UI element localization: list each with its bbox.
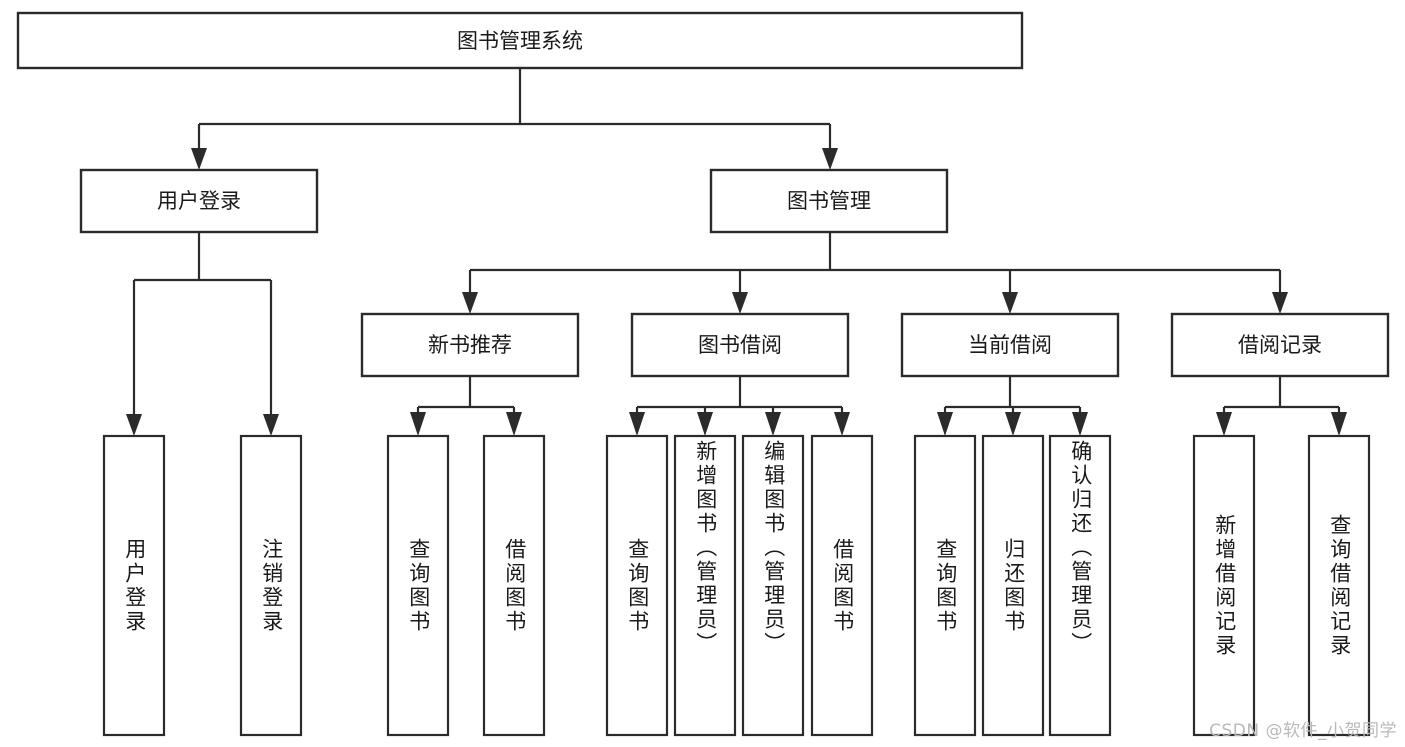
watermark-text: CSDN @软件_小贺同学: [1209, 721, 1397, 741]
connector-group-borrow-record: [1216, 376, 1347, 436]
node-label-book-borrow: 图书借阅: [698, 333, 782, 357]
node-label-user-login: 用户登录: [157, 189, 241, 213]
leaf-box-user-login-1[interactable]: [239, 434, 303, 737]
leaf-box-book-borrow-3[interactable]: [810, 434, 874, 737]
node-box-new-book-recommend[interactable]: [360, 312, 580, 378]
arrow-head-bb-leaf-3: [765, 412, 781, 436]
arrow-head-to-new-book-rec: [462, 292, 478, 314]
connector-group-book-borrow: [629, 376, 850, 436]
leaf-box-borrow-record-0[interactable]: [1192, 434, 1256, 737]
arrow-head-bb-leaf-1: [629, 412, 645, 436]
node-box-system-root[interactable]: [16, 11, 1024, 70]
node-box-book-borrow[interactable]: [630, 312, 850, 378]
node-box-book-management[interactable]: [709, 168, 949, 234]
leaf-box-new-book-recommend-0[interactable]: [386, 434, 450, 737]
node-box-user-login[interactable]: [79, 168, 319, 234]
connector-group-new-book-rec: [410, 376, 522, 436]
arrow-head-to-user-login: [191, 148, 207, 170]
arrow-head-bb-leaf-2: [697, 412, 713, 436]
connector-group-book-mgmt: [462, 232, 1288, 314]
arrow-head-to-book-mgmt: [822, 148, 838, 170]
leaf-box-current-borrow-1[interactable]: [981, 434, 1045, 737]
arrow-head-to-book-borrow: [732, 292, 748, 314]
leaf-box-book-borrow-2[interactable]: [741, 434, 805, 737]
node-label-book-management: 图书管理: [787, 189, 871, 213]
arrow-head-nbr-leaf-2: [506, 412, 522, 436]
connector-group-current-borrow: [937, 376, 1088, 436]
arrow-head-cb-leaf-1: [937, 412, 953, 436]
arrow-head-to-current-borrow: [1002, 292, 1018, 314]
leaf-box-book-borrow-0[interactable]: [605, 434, 669, 737]
leaf-box-user-login-0[interactable]: [102, 434, 166, 737]
node-label-current-borrow: 当前借阅: [968, 333, 1052, 357]
arrow-head-user-leaf-2: [263, 414, 279, 436]
leaf-box-current-borrow-2[interactable]: [1048, 434, 1112, 737]
arrow-head-nbr-leaf-1: [410, 412, 426, 436]
arrow-head-to-borrow-record: [1272, 292, 1288, 314]
node-label-new-book-recommend: 新书推荐: [428, 333, 512, 357]
connector-group-user-login: [126, 232, 279, 436]
arrow-head-cb-leaf-3: [1072, 412, 1088, 436]
leaf-box-book-borrow-1[interactable]: [673, 434, 737, 737]
node-label-system-root: 图书管理系统: [457, 29, 583, 53]
leaf-box-current-borrow-0[interactable]: [913, 434, 977, 737]
arrow-head-user-leaf-1: [126, 414, 142, 436]
arrow-head-br-leaf-2: [1331, 412, 1347, 436]
node-box-borrow-record[interactable]: [1170, 312, 1390, 378]
leaf-box-new-book-recommend-1[interactable]: [482, 434, 546, 737]
arrow-head-br-leaf-1: [1216, 412, 1232, 436]
node-box-current-borrow[interactable]: [900, 312, 1120, 378]
arrow-head-bb-leaf-4: [834, 412, 850, 436]
node-label-borrow-record: 借阅记录: [1238, 333, 1322, 357]
connector-group-root: [191, 68, 838, 170]
arrow-head-cb-leaf-2: [1005, 412, 1021, 436]
leaf-box-borrow-record-1[interactable]: [1307, 434, 1371, 737]
